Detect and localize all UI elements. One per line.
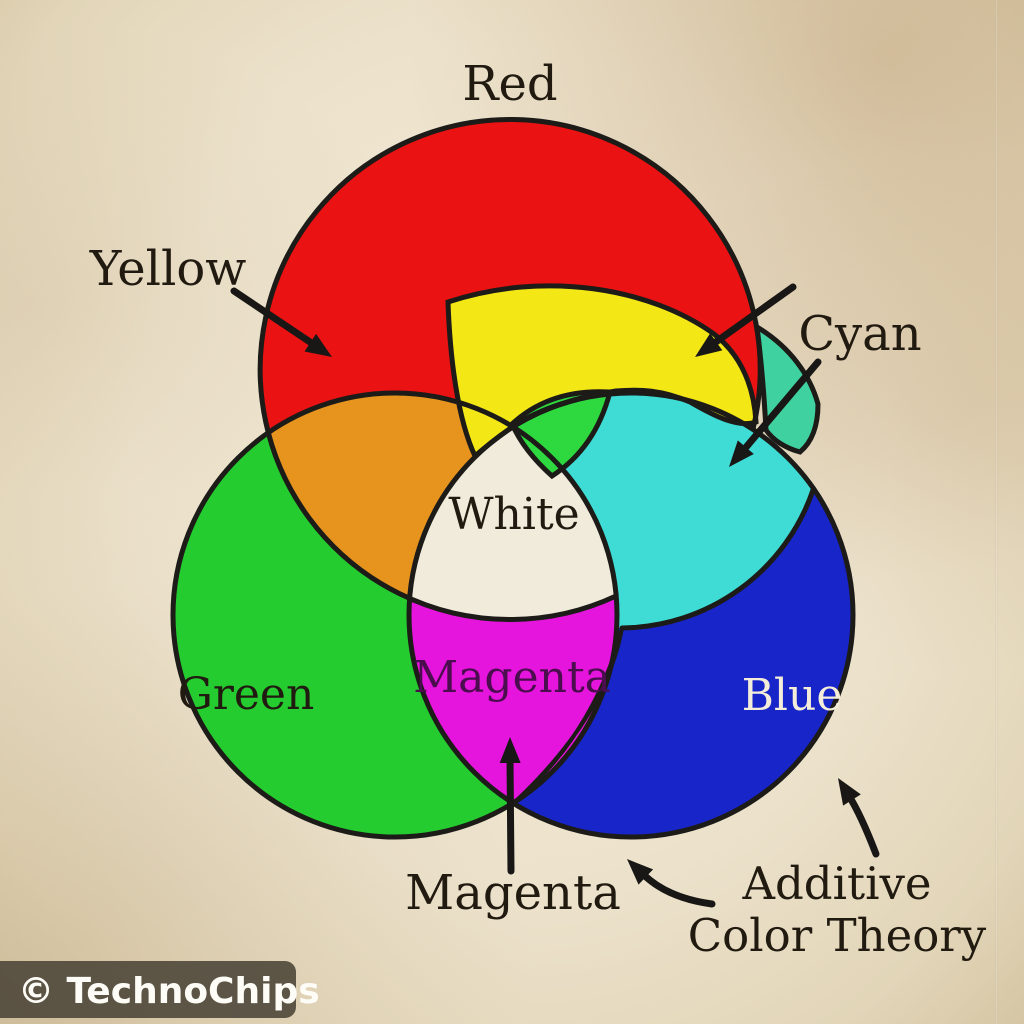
- caption-arrow-left: [627, 859, 716, 908]
- yellow-label: Yellow: [89, 241, 247, 297]
- white-label: White: [448, 489, 579, 540]
- cyan-blue-boundary: [619, 486, 816, 631]
- green-sliver-outline: [514, 627, 624, 803]
- caption-line2: Color Theory: [688, 909, 987, 962]
- red-circle-outline: [257, 117, 763, 622]
- green-patch-outline: [508, 389, 614, 480]
- blue-label: Blue: [742, 670, 843, 721]
- paper-crease: [995, 0, 998, 1024]
- orange-overlap-region: [260, 393, 617, 620]
- caption-arrow-right: [838, 778, 880, 858]
- upper-right-arrow: [695, 283, 797, 357]
- teal-crescent-outline: [753, 322, 821, 455]
- magenta-center-label: Magenta: [413, 652, 611, 703]
- green-circle-outline: [170, 390, 620, 840]
- green-label: Green: [178, 669, 315, 720]
- magenta-callout-label: Magenta: [405, 865, 621, 921]
- yellow-arrow: [230, 287, 332, 357]
- blue-circle-outline: [406, 390, 856, 840]
- caption-line1: Additive: [741, 857, 931, 910]
- watermark-badge: [0, 961, 296, 1018]
- magenta-arrow: [499, 737, 521, 875]
- yellow-band-outline: [445, 283, 759, 461]
- cyan-arrow: [729, 358, 822, 467]
- red-label: Red: [462, 56, 557, 112]
- cyan-label: Cyan: [798, 306, 921, 362]
- watermark: © TechnoChips: [0, 961, 320, 1018]
- watermark-text: © TechnoChips: [18, 971, 320, 1012]
